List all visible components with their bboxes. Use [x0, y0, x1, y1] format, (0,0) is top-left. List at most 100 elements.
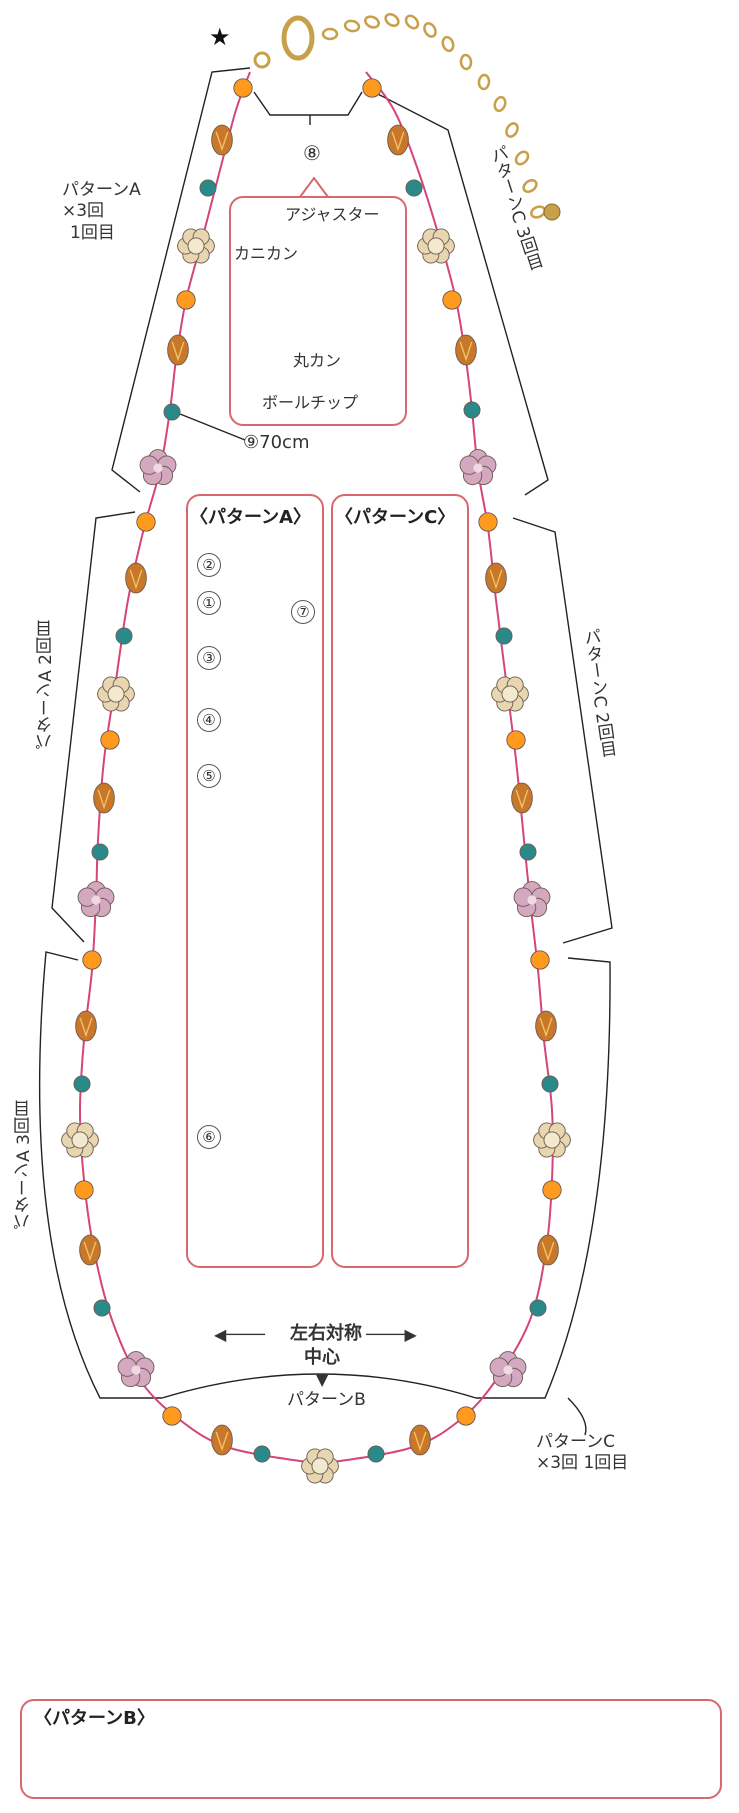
necklace-bead-right-3 [417, 228, 455, 264]
part-number-4: ④ [197, 708, 221, 732]
necklace-bead-left-26-shape [253, 1445, 271, 1463]
necklace-bead-right-22 [529, 1299, 547, 1317]
wire-length: 70cm [259, 432, 310, 453]
necklace-bead-left-0 [233, 78, 253, 98]
necklace-bead-right-15 [513, 881, 551, 918]
necklace-bead-right-4-shape [442, 290, 462, 310]
outline-pattern-b [161, 1373, 477, 1399]
part-number-2: ② [197, 553, 221, 577]
label-pattern-c-first-line1: パターンC [536, 1432, 616, 1452]
clasp-detail-box [229, 196, 407, 426]
necklace-bead-right-21-facet [541, 1241, 555, 1262]
necklace-bead-left-18-shape [73, 1075, 91, 1093]
necklace-bead-left-17-facet [79, 1017, 93, 1038]
necklace-bead-right-8-shape [478, 512, 498, 532]
chain-link-12 [522, 178, 538, 194]
part-number-7: ⑦ [291, 600, 315, 624]
necklace-bead-left-1-facet [215, 131, 229, 152]
label-pattern-a-first-line3: 1回目 [70, 222, 115, 243]
chain-link-9 [493, 95, 507, 113]
necklace-bead-right-19-center [543, 1131, 561, 1149]
necklace-bead-right-17-facet [539, 1017, 553, 1038]
necklace-bead-left-9-facet [129, 569, 143, 590]
label-pattern-a-first: パターンA ×3回 1回目 [62, 180, 141, 244]
necklace-bead-right-12 [506, 730, 526, 750]
chain-link-11 [514, 150, 530, 166]
outline-pattern-a-first [111, 67, 251, 493]
necklace-bead-right-6-shape [463, 401, 481, 419]
label-kanikan: カニカン [234, 244, 299, 263]
necklace-bead-right-13-facet [515, 789, 529, 810]
necklace-bead-right-10-shape [495, 627, 513, 645]
necklace-bead-left-2 [199, 179, 217, 197]
necklace-bead-right-6 [463, 401, 481, 419]
callout-pointer [299, 176, 329, 198]
label-center: 中心 [304, 1347, 340, 1368]
chain-link-8 [477, 73, 491, 91]
chain-link-4 [404, 14, 420, 30]
chain-link-7 [459, 53, 473, 71]
necklace-bead-left-4-shape [176, 290, 196, 310]
label-ball-chip: ボールチップ [262, 393, 359, 412]
necklace-bead-right-25-facet [413, 1431, 427, 1452]
necklace-bead-right-13 [511, 782, 533, 814]
necklace-bead-left-12-shape [100, 730, 120, 750]
necklace-bead-left-5 [167, 334, 189, 366]
necklace-bead-right-15-center [527, 895, 537, 905]
detail-number: ⑧ [303, 141, 321, 165]
necklace-bead-left-16 [82, 950, 102, 970]
necklace-bead-left-21 [79, 1234, 101, 1266]
necklace-bead-left-19 [61, 1122, 99, 1158]
arrow-left-icon: ◀──── [214, 1325, 265, 1344]
necklace-bead-left-7 [139, 449, 177, 486]
necklace-bead-right-7 [459, 449, 497, 486]
necklace-bead-left-3-center [187, 237, 205, 255]
necklace-bead-right-2 [405, 179, 423, 197]
part-number-1: ① [197, 591, 221, 615]
necklace-bead-left-18 [73, 1075, 91, 1093]
necklace-bead-right-10 [495, 627, 513, 645]
necklace-bead-left-23-center [131, 1365, 141, 1375]
necklace-bead-left-24 [162, 1406, 182, 1426]
chain-link-0 [321, 27, 339, 41]
necklace-bead-right-17 [535, 1010, 557, 1042]
necklace-bead-left-15-center [91, 895, 101, 905]
necklace-bead-left-6-shape [163, 403, 181, 421]
outline-pattern-a-third [38, 951, 162, 1399]
outline-pattern-a-second [51, 511, 136, 943]
outline-pattern-c-third [369, 89, 549, 496]
necklace-bead-left-11-center [107, 685, 125, 703]
arrow-down-icon: ▼ [316, 1370, 329, 1389]
chain-link-5 [423, 22, 437, 38]
necklace-bead-right-18 [541, 1075, 559, 1093]
necklace-bead-left-12 [100, 730, 120, 750]
necklace-bead-right-11-center [501, 685, 519, 703]
leader-pattern-c-first [567, 1397, 587, 1436]
label-marukan: 丸カン [293, 351, 342, 370]
necklace-bead-right-3-center [427, 237, 445, 255]
necklace-bead-right-8 [478, 512, 498, 532]
necklace-bead-right-1-facet [391, 131, 405, 152]
necklace-bead-left-22-shape [93, 1299, 111, 1317]
necklace-bead-right-24-shape [456, 1406, 476, 1426]
label-symmetry: 左右対称 [290, 1323, 362, 1344]
pattern-c-title: 〈パターンC〉 [335, 507, 456, 528]
necklace-bead-left-11 [97, 676, 135, 712]
label-pattern-a-third: パターンA 3回目 [14, 1100, 34, 1230]
necklace-bead-right-5-facet [459, 341, 473, 362]
necklace-bead-left-23 [117, 1351, 155, 1388]
part-number-5: ⑤ [197, 764, 221, 788]
necklace-bead-left-17 [75, 1010, 97, 1042]
necklace-bead-right-14-shape [519, 843, 537, 861]
necklace-bead-right-14 [519, 843, 537, 861]
label-pattern-a-first-line2: ×3回 [62, 201, 105, 222]
necklace-bead-left-13-facet [97, 789, 111, 810]
necklace-bead-left-21-facet [83, 1241, 97, 1262]
necklace-bead-right-26 [367, 1445, 385, 1463]
necklace-bead-right-22-shape [529, 1299, 547, 1317]
pattern-b-panel [20, 1699, 722, 1799]
pattern-a-title: 〈パターンA〉 [190, 507, 312, 528]
necklace-bead-left-2-shape [199, 179, 217, 197]
necklace-bead-right-25 [409, 1424, 431, 1456]
